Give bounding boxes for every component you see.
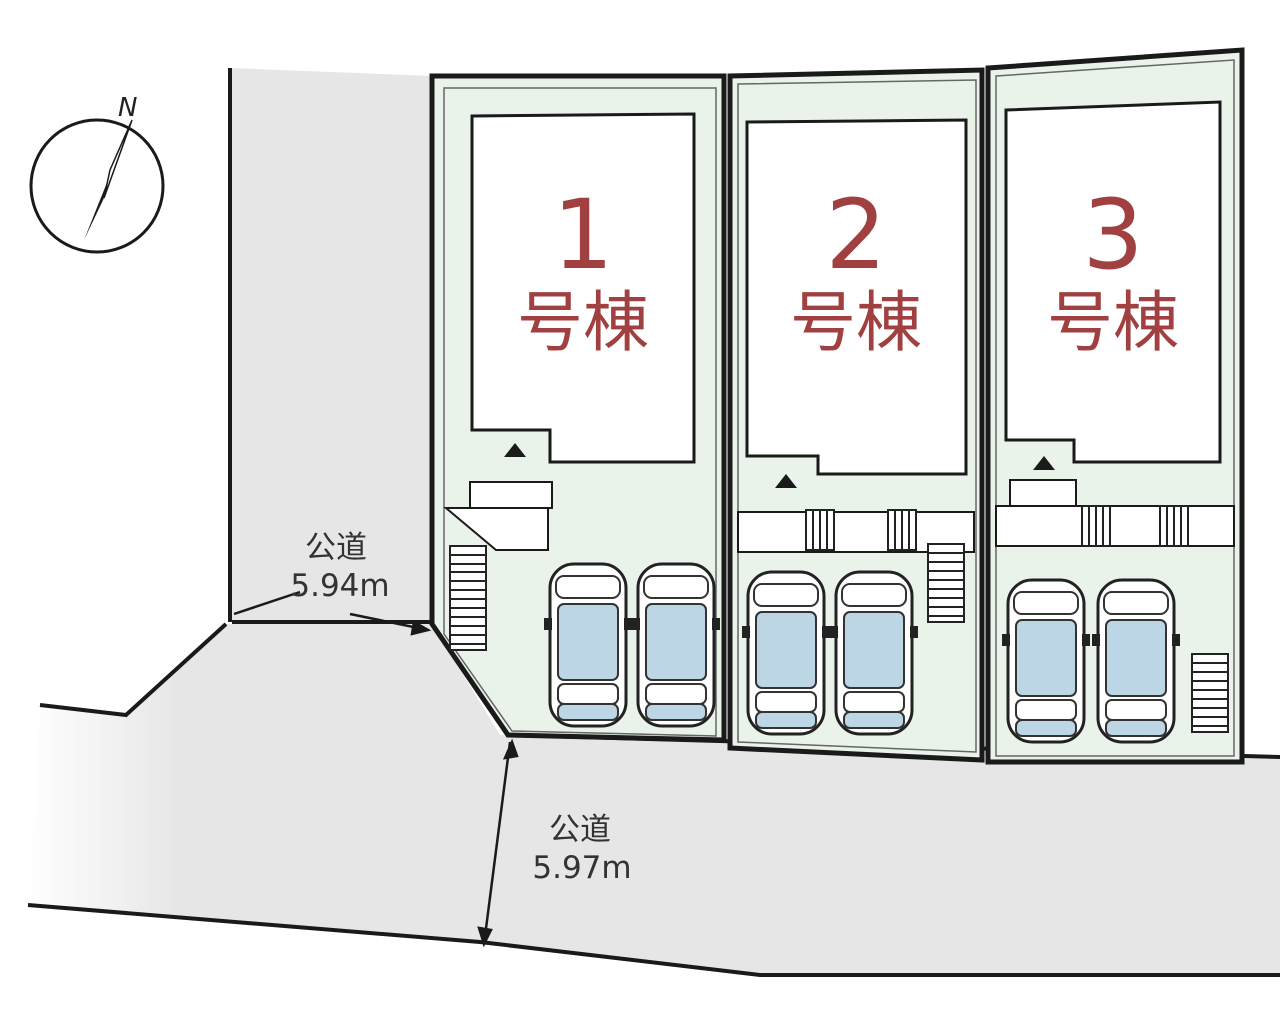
svg-text:公道: 公道 (305, 530, 367, 566)
car-icon (828, 570, 920, 736)
road-label-west: 公道 5.94m (290, 530, 389, 604)
svg-text:号棟: 号棟 (1047, 284, 1179, 361)
car-icon (542, 562, 634, 728)
lot-label-3: 3 号棟 (1047, 179, 1179, 361)
lot-label-1: 1 号棟 (517, 179, 649, 361)
svg-text:1: 1 (552, 179, 613, 291)
svg-text:号棟: 号棟 (790, 284, 922, 361)
entrance-markers (504, 443, 1055, 488)
building-footprints (470, 100, 1222, 476)
entrance-icon-lot-2 (775, 474, 797, 488)
svg-text:号棟: 号棟 (517, 284, 649, 361)
lot-label-2: 2 号棟 (790, 179, 922, 361)
north-label: N (118, 93, 137, 123)
svg-text:2: 2 (825, 179, 886, 291)
road-dimension-lines (233, 590, 519, 948)
car-icon (630, 562, 722, 728)
car-icon (1000, 578, 1092, 744)
car-icon (740, 570, 832, 736)
north-compass: N (29, 93, 165, 254)
svg-text:3: 3 (1082, 179, 1143, 291)
entrance-icon-lot-1 (504, 443, 526, 457)
svg-text:公道: 公道 (549, 812, 611, 848)
svg-text:5.97m: 5.97m (532, 850, 631, 886)
car-icon (1090, 578, 1182, 744)
road-area (28, 68, 1280, 975)
road-label-south: 公道 5.97m (532, 812, 631, 886)
svg-text:5.94m: 5.94m (290, 568, 389, 604)
entrance-icon-lot-3 (1033, 456, 1055, 470)
